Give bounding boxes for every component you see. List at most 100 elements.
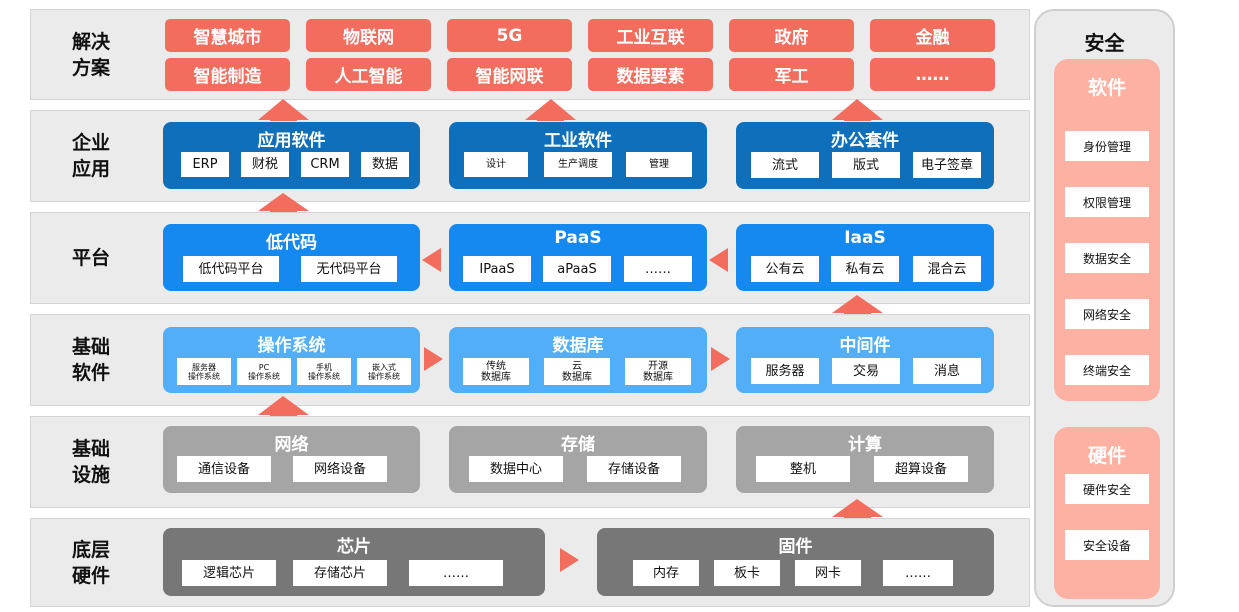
chip-design[interactable]: 设计: [464, 152, 528, 177]
panel-firmware[interactable]: 固件 内存 板卡 网卡 ……: [597, 528, 994, 596]
chip-ipaas[interactable]: IPaaS: [463, 256, 531, 282]
panel-title: IaaS: [844, 228, 886, 248]
panel-operating-system[interactable]: 操作系统 服务器 操作系统 PC 操作系统 手机 操作系统 嵌入式 操作系统: [163, 327, 420, 393]
chip-firmware-more[interactable]: ……: [883, 560, 953, 586]
chip-board[interactable]: 板卡: [714, 560, 780, 586]
layer-platform: 平台 低代码 低代码平台 无代码平台 PaaS IPaaS aPaaS …… I…: [30, 212, 1030, 304]
chip-hybrid-cloud[interactable]: 混合云: [913, 256, 981, 282]
panel-title: 应用软件: [257, 131, 326, 151]
solution-more[interactable]: ……: [870, 58, 995, 91]
layer-solutions: 解决 方案 智慧城市 物联网 5G 工业互联 政府 金融 智能制造 人工智能 智…: [30, 9, 1030, 100]
security-data-security[interactable]: 数据安全: [1065, 243, 1149, 273]
layer-label-basic-software: 基础 软件: [71, 336, 110, 384]
panel-low-code[interactable]: 低代码 低代码平台 无代码平台: [163, 224, 420, 291]
solution-connected-vehicles[interactable]: 智能网联: [447, 58, 572, 91]
chip-management[interactable]: 管理: [626, 152, 692, 177]
chip-traditional-db[interactable]: 传统 数据库: [463, 358, 529, 385]
solution-smart-manufacturing[interactable]: 智能制造: [165, 58, 290, 91]
chip-production-scheduling[interactable]: 生产调度: [544, 152, 612, 177]
chip-server-os[interactable]: 服务器 操作系统: [177, 358, 231, 385]
panel-network[interactable]: 网络 通信设备 网络设备: [163, 426, 420, 493]
chip-complete-machine[interactable]: 整机: [756, 456, 850, 482]
chip-transaction[interactable]: 交易: [832, 358, 900, 384]
solution-industrial-internet[interactable]: 工业互联: [588, 19, 713, 52]
chip-network-card[interactable]: 网卡: [795, 560, 861, 586]
panel-title: 工业软件: [544, 131, 612, 151]
panel-storage[interactable]: 存储 数据中心 存储设备: [449, 426, 707, 493]
panel-database[interactable]: 数据库 传统 数据库 云 数据库 开源 数据库: [449, 327, 707, 393]
arrow-up-stem: [844, 305, 871, 314]
solution-finance[interactable]: 金融: [870, 19, 995, 52]
chip-flow[interactable]: 流式: [751, 152, 819, 178]
panel-title: 操作系统: [257, 336, 326, 356]
panel-middleware[interactable]: 中间件 服务器 交易 消息: [736, 327, 994, 393]
chip-layout[interactable]: 版式: [832, 152, 900, 178]
chip-mobile-os[interactable]: 手机 操作系统: [297, 358, 351, 385]
panel-iaas[interactable]: IaaS 公有云 私有云 混合云: [736, 224, 994, 291]
chip-open-source-db[interactable]: 开源 数据库: [625, 358, 691, 385]
chip-crm[interactable]: CRM: [301, 152, 349, 177]
chip-message[interactable]: 消息: [913, 358, 981, 384]
panel-chip[interactable]: 芯片 逻辑芯片 存储芯片 ……: [163, 528, 545, 596]
panel-title: 存储: [561, 435, 595, 455]
security-software-group: 软件 身份管理 权限管理 数据安全 网络安全 终端安全: [1054, 59, 1160, 401]
chip-paas-more[interactable]: ……: [624, 256, 692, 282]
panel-title: 中间件: [839, 336, 891, 356]
arrow-up-stem: [270, 407, 297, 416]
chip-e-signature[interactable]: 电子签章: [913, 152, 981, 178]
chip-private-cloud[interactable]: 私有云: [831, 256, 899, 282]
security-security-equipment[interactable]: 安全设备: [1065, 530, 1149, 560]
chip-memory[interactable]: 内存: [633, 560, 699, 586]
security-hardware-group: 硬件 硬件安全 安全设备: [1054, 427, 1160, 599]
layer-hardware: 底层 硬件 芯片 逻辑芯片 存储芯片 …… 固件 内存 板卡 网卡 ……: [30, 518, 1030, 607]
solution-government[interactable]: 政府: [729, 19, 854, 52]
solution-iot[interactable]: 物联网: [306, 19, 431, 52]
solution-ai[interactable]: 人工智能: [306, 58, 431, 91]
panel-title: 计算: [848, 435, 882, 455]
chip-server[interactable]: 服务器: [751, 358, 819, 384]
solution-military[interactable]: 军工: [729, 58, 854, 91]
chip-low-code-platform[interactable]: 低代码平台: [183, 256, 279, 282]
layer-label-hardware: 底层 硬件: [71, 538, 110, 587]
chip-embedded-os[interactable]: 嵌入式 操作系统: [357, 358, 411, 385]
chip-no-code-platform[interactable]: 无代码平台: [301, 256, 397, 282]
panel-paas[interactable]: PaaS IPaaS aPaaS ……: [449, 224, 707, 291]
chip-pc-os[interactable]: PC 操作系统: [237, 358, 291, 385]
chip-cloud-db[interactable]: 云 数据库: [544, 358, 610, 385]
chip-chip-more[interactable]: ……: [409, 560, 503, 586]
panel-title: 网络: [274, 435, 309, 455]
layer-basic-software: 基础 软件 操作系统 服务器 操作系统 PC 操作系统 手机 操作系统 嵌入式 …: [30, 314, 1030, 406]
chip-public-cloud[interactable]: 公有云: [751, 256, 819, 282]
security-software-title: 软件: [1087, 77, 1126, 99]
chip-memory-chip[interactable]: 存储芯片: [293, 560, 387, 586]
solution-data-elements[interactable]: 数据要素: [588, 58, 713, 91]
panel-compute[interactable]: 计算 整机 超算设备: [736, 426, 994, 493]
chip-storage-equipment[interactable]: 存储设备: [587, 456, 681, 482]
solution-smart-city[interactable]: 智慧城市: [165, 19, 290, 52]
security-title: 安全: [1084, 31, 1125, 55]
chip-data-center[interactable]: 数据中心: [469, 456, 563, 482]
panel-industrial-software[interactable]: 工业软件 设计 生产调度 管理: [449, 122, 707, 189]
security-column: 安全 软件 身份管理 权限管理 数据安全 网络安全 终端安全 硬件 硬件安全 安…: [1034, 9, 1175, 607]
security-permission-management[interactable]: 权限管理: [1065, 187, 1149, 217]
layer-label-infrastructure: 基础 设施: [71, 438, 110, 486]
layer-label-platform: 平台: [71, 247, 110, 269]
chip-logic-chip[interactable]: 逻辑芯片: [182, 560, 276, 586]
chip-erp[interactable]: ERP: [181, 152, 229, 177]
layer-label-enterprise: 企业 应用: [71, 132, 110, 180]
chip-data[interactable]: 数据: [361, 152, 409, 177]
security-hardware-security[interactable]: 硬件安全: [1065, 474, 1149, 504]
panel-application-software[interactable]: 应用软件 ERP 财税 CRM 数据: [163, 122, 420, 189]
panel-office-suite[interactable]: 办公套件 流式 版式 电子签章: [736, 122, 994, 189]
chip-network-equipment[interactable]: 网络设备: [293, 456, 387, 482]
chip-supercomputing-equipment[interactable]: 超算设备: [874, 456, 968, 482]
arrow-up-stem: [270, 203, 297, 212]
security-terminal-security[interactable]: 终端安全: [1065, 355, 1149, 385]
layer-enterprise: 企业 应用 应用软件 ERP 财税 CRM 数据 工业软件 设计 生产调度 管理…: [30, 110, 1030, 202]
security-identity-management[interactable]: 身份管理: [1065, 131, 1149, 161]
solution-5g[interactable]: 5G: [447, 19, 572, 52]
chip-tax[interactable]: 财税: [241, 152, 289, 177]
chip-apaas[interactable]: aPaaS: [543, 256, 611, 282]
security-network-security[interactable]: 网络安全: [1065, 299, 1149, 329]
chip-communication-equipment[interactable]: 通信设备: [177, 456, 271, 482]
